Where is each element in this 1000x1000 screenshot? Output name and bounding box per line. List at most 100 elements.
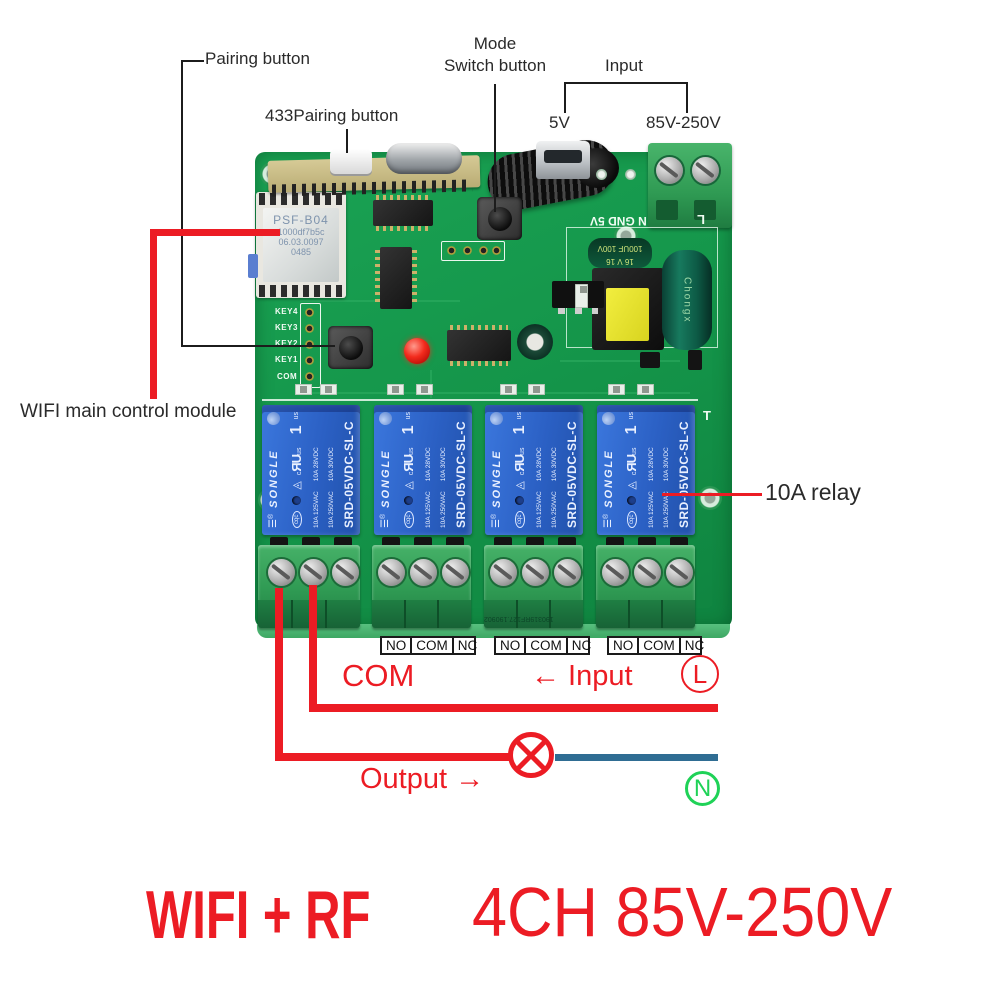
ic-chip	[447, 325, 511, 366]
diode	[688, 350, 702, 370]
smd-led	[528, 384, 545, 395]
terminal-slot	[694, 200, 716, 220]
relay-leader-line	[662, 493, 762, 496]
vde-triangle-icon: ◬	[514, 481, 526, 490]
433-pairing-label: 433Pairing button	[265, 106, 399, 125]
terminal-screw[interactable]	[332, 559, 359, 586]
terminal-screw[interactable]	[656, 157, 683, 184]
output-terminal-block-4[interactable]	[596, 545, 695, 628]
relay-rivet-icon	[602, 412, 615, 425]
smd-led	[387, 384, 404, 395]
relay-dimple	[404, 495, 413, 505]
terminal-screw[interactable]	[410, 559, 437, 586]
cqc-mark: cqc	[626, 510, 637, 528]
relay-rivet-icon	[267, 412, 280, 425]
relay-model: SRD-05VDC-SL-C	[454, 420, 468, 528]
relay-us: us	[405, 412, 412, 420]
terminal-screw[interactable]	[634, 559, 661, 586]
smd-capacitor	[248, 254, 258, 278]
mount-hole	[698, 486, 722, 510]
pin-hole	[463, 246, 472, 255]
diode	[640, 352, 660, 368]
pairing-button[interactable]	[328, 326, 373, 369]
cqc-mark: cqc	[291, 510, 302, 528]
input-bracket	[564, 82, 566, 113]
ul-mark: cЯUus	[511, 447, 527, 476]
wifi-shield: PSF-B04 1000df7b5c 06.03.0097 0485	[263, 208, 339, 282]
ul-mark: cЯUus	[623, 447, 639, 476]
ic-chip	[373, 195, 433, 231]
crystal-oscillator	[386, 143, 462, 174]
capacitor-label: 16 V 16	[606, 257, 634, 266]
smd-led	[295, 384, 312, 395]
status-led	[404, 338, 430, 364]
pin-hole	[492, 246, 501, 255]
module-model: PSF-B04	[273, 213, 329, 227]
relay-dimple	[292, 495, 301, 505]
pin-hole	[479, 246, 488, 255]
capacitor-top-view	[517, 324, 553, 360]
vde-triangle-icon: ◬	[626, 481, 638, 490]
433-leader-line	[346, 129, 348, 153]
pcb-trace	[560, 360, 680, 362]
key4-label: KEY4	[275, 307, 298, 316]
terminal-screw[interactable]	[490, 559, 517, 586]
songle-logo-icon: ☰®	[268, 513, 279, 528]
vde-triangle-icon: ◬	[291, 481, 303, 490]
micro-usb-port[interactable]	[536, 141, 590, 179]
wifi-module-label: WIFI main control module	[20, 401, 237, 422]
pairing-button-label: Pairing button	[205, 49, 310, 68]
pairing-leader-line	[182, 60, 204, 62]
input-terminal-block[interactable]	[648, 143, 732, 228]
pin-hole	[305, 372, 314, 381]
key3-label: KEY3	[275, 323, 298, 332]
module-pins	[259, 285, 343, 297]
5v-label: 5V	[549, 113, 570, 132]
relay-dimple	[627, 495, 636, 505]
relay-us: us	[516, 412, 523, 420]
terminal-screw[interactable]	[554, 559, 581, 586]
relay-model: SRD-05VDC-SL-C	[677, 420, 691, 528]
relay-one: 1	[622, 425, 640, 435]
songle-logo-icon: ☰®	[603, 513, 614, 528]
relay-brand: SONGLE	[379, 449, 392, 508]
terminal-screw[interactable]	[378, 559, 405, 586]
relay-one: 1	[510, 425, 528, 435]
vde-triangle-icon: ◬	[403, 481, 415, 490]
terminal-screw[interactable]	[692, 157, 719, 184]
mode-switch-button[interactable]	[477, 197, 522, 240]
terminal-screw[interactable]	[300, 559, 327, 586]
terminal-screw[interactable]	[268, 559, 295, 586]
silkscreen-t-mark: T	[703, 408, 711, 423]
relay-brand: SONGLE	[490, 449, 503, 508]
ic-chip	[375, 247, 417, 309]
relay-dimple	[515, 495, 524, 505]
terminal-screw[interactable]	[602, 559, 629, 586]
module-version: 06.03.0097	[278, 237, 324, 247]
com-annotation: COM	[342, 658, 415, 693]
smd-led	[320, 384, 337, 395]
output-wire	[275, 588, 283, 761]
footer-wifi-rf: WIFI + RF	[146, 877, 371, 953]
pcb-serial: 190319RF127.190902	[484, 615, 554, 622]
terminal-screw[interactable]	[666, 559, 693, 586]
relay-us: us	[628, 412, 635, 420]
terminal-screw[interactable]	[442, 559, 469, 586]
input-annotation: ← Input	[531, 660, 633, 692]
lamp-symbol-icon	[508, 732, 554, 778]
terminal-screw[interactable]	[522, 559, 549, 586]
live-wire	[309, 585, 317, 712]
output-terminal-block-2[interactable]	[372, 545, 471, 628]
rf-433-pairing-button[interactable]	[330, 149, 372, 174]
mode-leader-line	[494, 84, 496, 212]
com-label: COM	[277, 372, 298, 381]
header-4pin	[441, 241, 505, 261]
cqc-mark: cqc	[403, 510, 414, 528]
